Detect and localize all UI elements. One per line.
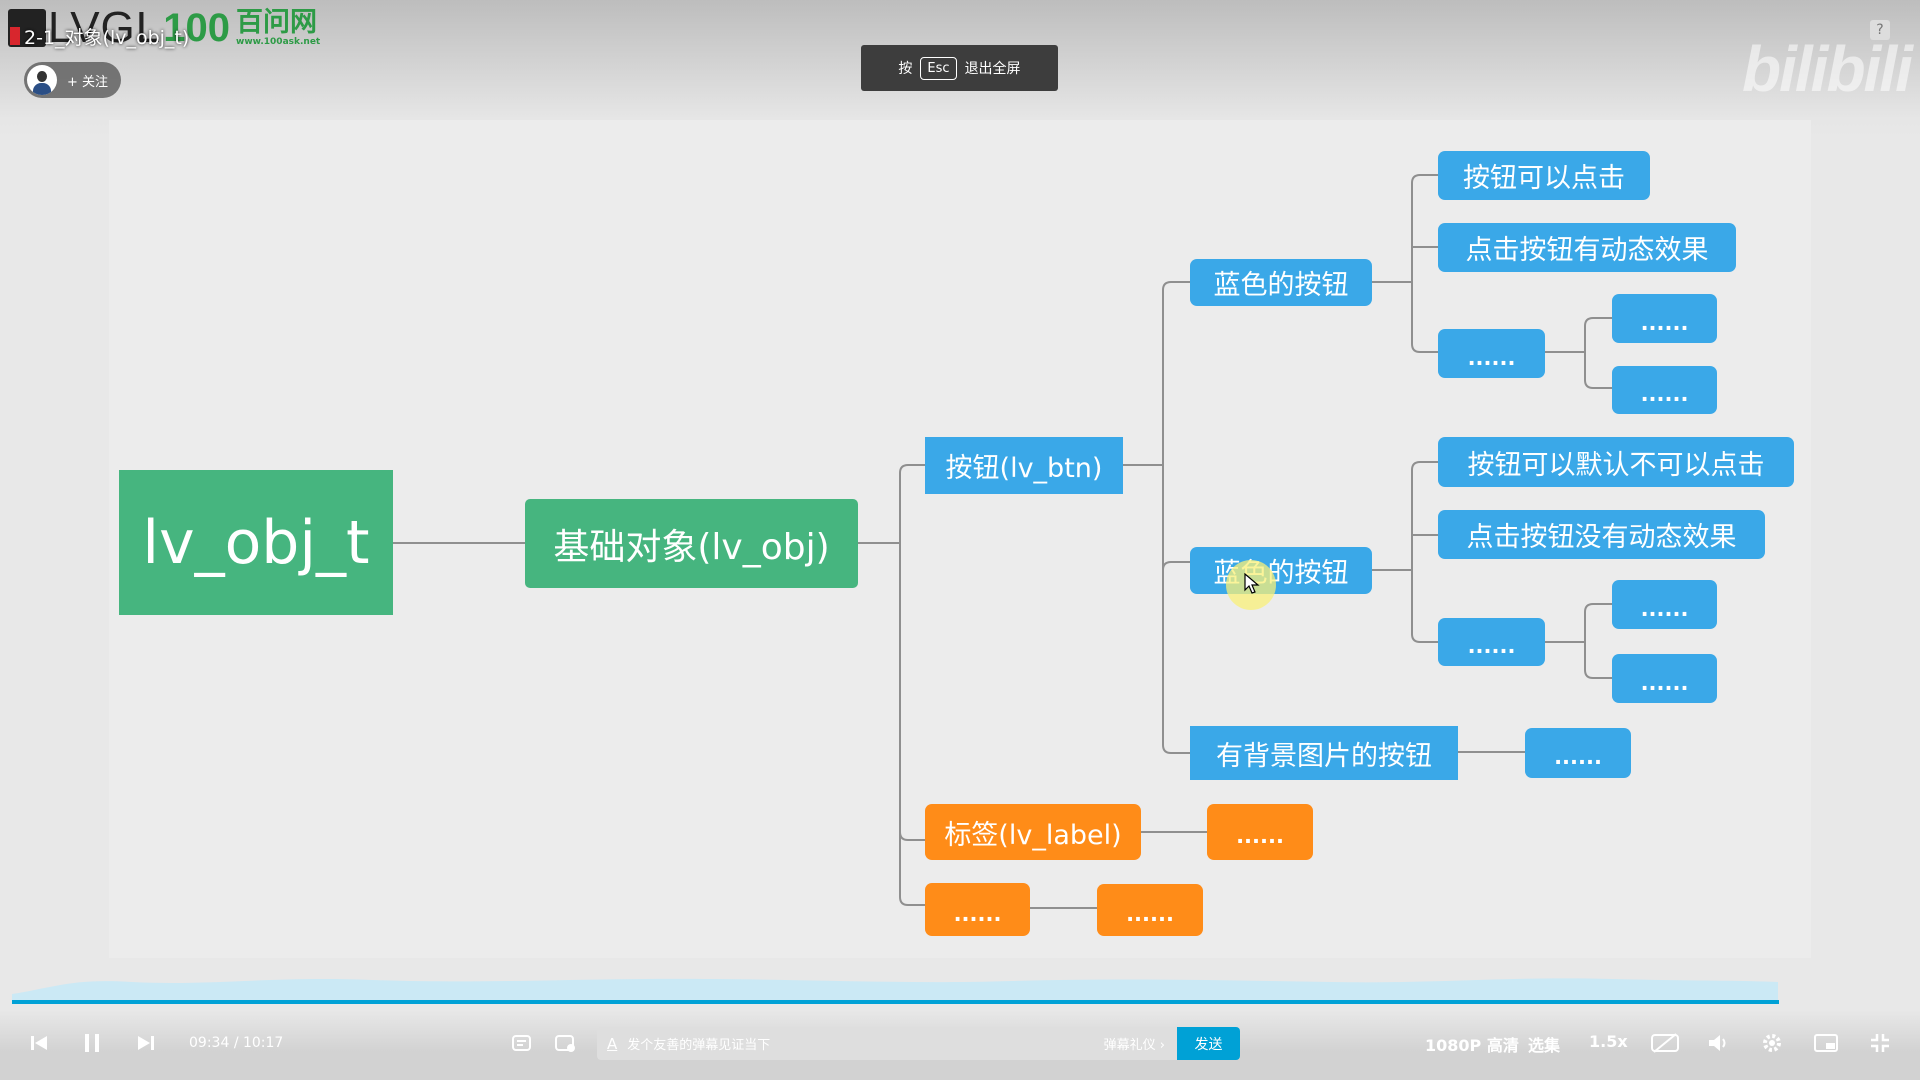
mouse-pointer-icon [1244, 573, 1260, 594]
node-ellipsis: ...... [1438, 329, 1545, 378]
esc-key: Esc [920, 56, 957, 80]
subtitle-off-icon[interactable] [1650, 1030, 1680, 1056]
danmaku-settings-icon[interactable] [553, 1030, 579, 1056]
time-display: 09:34 / 10:17 [189, 1035, 283, 1051]
logo-lvgl-text: LVGL [48, 3, 162, 52]
progress-bar[interactable] [12, 1000, 1780, 1004]
node-ellipsis: ...... [1525, 728, 1631, 778]
node-leaf-not-clickable: 按钮可以默认不可以点击 [1438, 437, 1794, 487]
exit-fullscreen-icon[interactable] [1866, 1030, 1894, 1056]
logo-cn-text: 百问网 [236, 7, 317, 38]
bilibili-watermark: bilibili [1742, 33, 1913, 105]
node-blue-button-2: 蓝色的按钮 [1190, 547, 1372, 594]
hint-suffix: 退出全屏 [964, 61, 1021, 77]
node-ellipsis: ...... [1097, 884, 1203, 936]
node-ellipsis: ...... [925, 883, 1030, 936]
logo-100-text: 100 [163, 5, 230, 50]
video-title: 2-1_对象(lv_obj_t) [24, 27, 190, 49]
node-leaf-no-animation: 点击按钮没有动态效果 [1438, 510, 1765, 559]
quality-button[interactable]: 1080P 高清 [1425, 1036, 1519, 1055]
time-total: 10:17 [242, 1035, 284, 1051]
lvgl-100ask-logo: LVGL 100 百问网 www.100ask.net [8, 3, 321, 52]
node-leaf-clickable: 按钮可以点击 [1438, 151, 1650, 200]
node-button: 按钮(lv_btn) [925, 437, 1123, 494]
node-leaf-animation: 点击按钮有动态效果 [1438, 223, 1736, 272]
node-label: 标签(lv_label) [925, 804, 1141, 860]
volume-icon[interactable] [1705, 1030, 1733, 1056]
previous-icon[interactable] [26, 1030, 52, 1056]
logo-mark [8, 9, 46, 47]
logo-url-text: www.100ask.net [236, 37, 321, 47]
danmaku-etiquette-link[interactable]: 弹幕礼仪 › [1103, 1038, 1165, 1053]
time-separator: / [233, 1035, 239, 1051]
danmaku-input[interactable]: A 发个友善的弹幕见证当下 弹幕礼仪 › [597, 1027, 1177, 1060]
node-ellipsis: ...... [1438, 618, 1545, 666]
pause-icon[interactable] [79, 1030, 105, 1056]
node-ellipsis: ...... [1612, 580, 1717, 629]
picture-in-picture-icon[interactable] [1812, 1030, 1840, 1056]
avatar[interactable] [27, 65, 57, 95]
danmaku-style-icon[interactable]: A [607, 1034, 618, 1053]
node-ellipsis: ...... [1207, 804, 1313, 860]
exit-fullscreen-hint: 按 Esc 退出全屏 [861, 45, 1058, 91]
time-current: 09:34 [189, 1035, 230, 1051]
node-bg-image-button: 有背景图片的按钮 [1190, 726, 1458, 780]
help-icon[interactable]: ? [1870, 20, 1890, 40]
settings-gear-icon[interactable] [1758, 1030, 1786, 1056]
node-ellipsis: ...... [1612, 294, 1717, 343]
next-icon[interactable] [133, 1030, 159, 1056]
send-button[interactable]: 发送 [1177, 1027, 1240, 1060]
danmaku-toggle-icon[interactable] [510, 1030, 536, 1056]
episodes-button[interactable]: 选集 [1528, 1036, 1561, 1055]
node-ellipsis: ...... [1612, 654, 1717, 703]
danmaku-placeholder: 发个友善的弹幕见证当下 [627, 1038, 771, 1053]
node-base-object: 基础对象(lv_obj) [525, 499, 858, 588]
speed-button[interactable]: 1.5x [1589, 1032, 1628, 1051]
follow-button[interactable]: + 关注 [24, 62, 121, 98]
hint-prefix: 按 [898, 61, 913, 77]
follow-label: + 关注 [67, 74, 109, 90]
node-ellipsis: ...... [1612, 366, 1717, 414]
progress-heatmap [12, 978, 1778, 1000]
node-root: lv_obj_t [119, 470, 393, 615]
node-blue-button-1: 蓝色的按钮 [1190, 259, 1372, 306]
